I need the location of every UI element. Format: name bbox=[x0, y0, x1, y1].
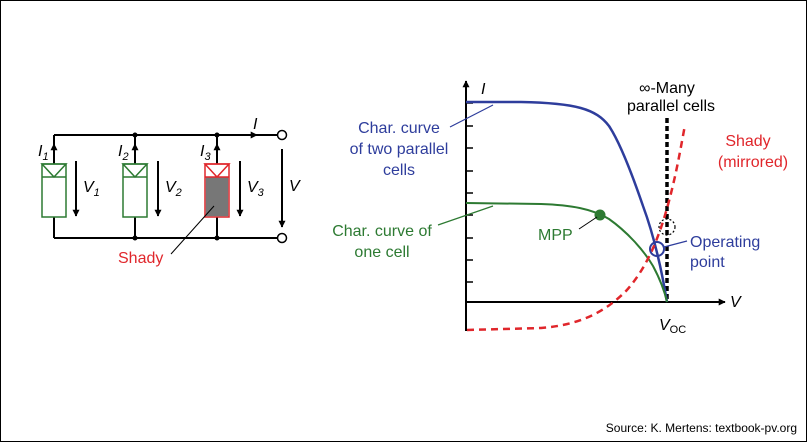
cell-current-label: I bbox=[200, 143, 205, 160]
shady-label: Shady bbox=[118, 250, 163, 267]
many-parallel-label: ∞-Many bbox=[639, 80, 695, 97]
cell-current-label: I bbox=[118, 143, 123, 160]
mpp-point bbox=[594, 209, 606, 221]
one-cell-leader-line bbox=[437, 205, 494, 226]
bottom-terminal bbox=[276, 232, 288, 244]
svg-text:V1: V1 bbox=[83, 179, 100, 199]
two-cell-label: Char. curve bbox=[358, 120, 440, 137]
cell-1: I1 V1 bbox=[38, 135, 100, 238]
svg-text:V2: V2 bbox=[165, 179, 182, 199]
shade-fill bbox=[205, 177, 229, 217]
svg-text:I1: I1 bbox=[38, 143, 49, 163]
many-parallel-label-2: parallel cells bbox=[627, 98, 715, 115]
mpp-label: MPP bbox=[538, 227, 573, 244]
voc-label: V bbox=[659, 317, 671, 334]
operating-point-circle bbox=[649, 241, 665, 257]
total-current-label: I bbox=[253, 116, 258, 133]
y-axis-ticks bbox=[466, 102, 473, 283]
operating-point-marker bbox=[658, 218, 676, 236]
mpp-leader-line bbox=[578, 216, 598, 230]
solar-cell-symbol bbox=[41, 163, 67, 218]
svg-text:I3: I3 bbox=[200, 143, 211, 163]
two-cell-label-2: of two parallel bbox=[350, 141, 449, 158]
shady-mirrored-label: Shady bbox=[725, 133, 770, 150]
cell-voltage-label: V bbox=[247, 179, 259, 196]
y-axis-label: I bbox=[481, 81, 486, 98]
iv-graph: I V VOC ∞-Many parallel cells MPP Operat… bbox=[332, 80, 788, 336]
total-voltage-label: V bbox=[289, 178, 301, 195]
diode-symbol bbox=[121, 163, 149, 179]
operating-leader-line bbox=[663, 240, 688, 248]
shady-mirrored-curve bbox=[466, 124, 687, 332]
top-terminal bbox=[276, 129, 288, 141]
source-credit: Source: K. Mertens: textbook-pv.org bbox=[606, 421, 797, 435]
cell-current-label: I bbox=[38, 143, 43, 160]
two-cell-leader-line bbox=[449, 104, 494, 128]
one-cell-label-2: one cell bbox=[354, 244, 409, 261]
svg-text:V3: V3 bbox=[247, 179, 265, 199]
one-cell-label: Char. curve of bbox=[332, 223, 432, 240]
cell-voltage-label: V bbox=[165, 179, 177, 196]
cell-2: I2 V2 bbox=[118, 135, 182, 238]
diode-symbol bbox=[203, 163, 231, 179]
cell-3-shaded: I3 V3 bbox=[200, 135, 265, 238]
svg-text:I2: I2 bbox=[118, 143, 129, 163]
shady-mirrored-label-2: (mirrored) bbox=[718, 154, 788, 171]
operating-point-label: Operating bbox=[690, 234, 760, 251]
diode-symbol bbox=[40, 163, 68, 179]
shady-leader-line bbox=[170, 205, 215, 255]
x-axis-label: V bbox=[730, 294, 742, 311]
circuit: I V I1 V1 I2 V2 bbox=[38, 116, 301, 267]
operating-point-label-2: point bbox=[690, 254, 725, 271]
two-cell-curve bbox=[466, 100, 669, 303]
two-cell-label-3: cells bbox=[383, 162, 415, 179]
one-cell-curve bbox=[465, 202, 668, 303]
svg-text:VOC: VOC bbox=[659, 317, 686, 336]
solar-cell-symbol bbox=[122, 163, 148, 218]
cell-voltage-label: V bbox=[83, 179, 95, 196]
